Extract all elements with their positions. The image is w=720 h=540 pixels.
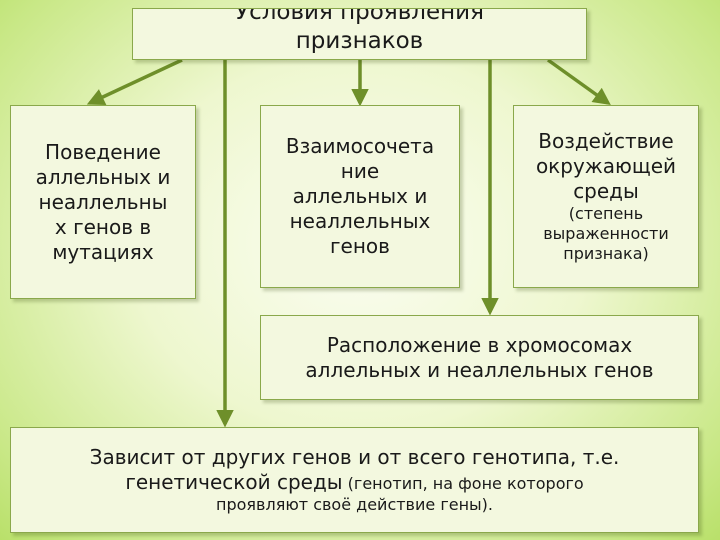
arrow-to-environment bbox=[546, 58, 611, 106]
genotype-note-text: (генотип, на фоне которого bbox=[342, 474, 584, 493]
behavior-line: неаллельны bbox=[38, 189, 168, 214]
chromosomes-line: Расположение в хромосомах bbox=[326, 332, 633, 357]
genotype-line-1: Зависит от других генов и от всего генот… bbox=[89, 445, 620, 469]
chromosomes-line: аллельных и неаллельных генов bbox=[305, 357, 654, 382]
genotype-line-3: проявляют своё действие гены). bbox=[216, 495, 493, 514]
behavior-line: х генов в bbox=[54, 214, 152, 239]
environment-line: среды bbox=[573, 179, 639, 203]
behavior-line: аллельных и bbox=[35, 164, 171, 189]
box-chromosome-location: Расположение в хромосомах аллельных и не… bbox=[260, 315, 699, 400]
box-environment: Воздействие окружающей среды (степень вы… bbox=[513, 105, 699, 288]
box-genotype-dependence: Зависит от других генов и от всего генот… bbox=[10, 427, 699, 533]
box-gene-behavior: Поведение аллельных и неаллельны х генов… bbox=[10, 105, 196, 299]
environment-line: Воздействие bbox=[538, 129, 674, 153]
environment-line: окружающей bbox=[535, 154, 677, 178]
combination-line: неаллельных bbox=[289, 209, 431, 233]
title-line-1: Условия проявления bbox=[235, 8, 484, 25]
environment-note-line: выраженности bbox=[543, 224, 669, 243]
genotype-main-text: генетической среды bbox=[125, 470, 343, 494]
diagram-title: Условия проявления признаков bbox=[132, 8, 587, 60]
combination-line: Взаимосочета bbox=[285, 134, 435, 158]
behavior-line: Поведение bbox=[45, 139, 161, 164]
combination-line: аллельных и bbox=[292, 184, 428, 208]
environment-note-line: (степень bbox=[568, 204, 644, 223]
combination-line: ние bbox=[340, 159, 380, 183]
arrow-to-behavior bbox=[86, 58, 183, 105]
genotype-line-2: генетической среды (генотип, на фоне кот… bbox=[125, 470, 583, 495]
combination-line: генов bbox=[330, 234, 390, 258]
title-line-2: признаков bbox=[295, 28, 424, 54]
environment-note-line: признака) bbox=[563, 244, 649, 263]
box-gene-combination: Взаимосочета ние аллельных и неаллельных… bbox=[260, 105, 460, 288]
behavior-line: мутациях bbox=[52, 239, 154, 264]
